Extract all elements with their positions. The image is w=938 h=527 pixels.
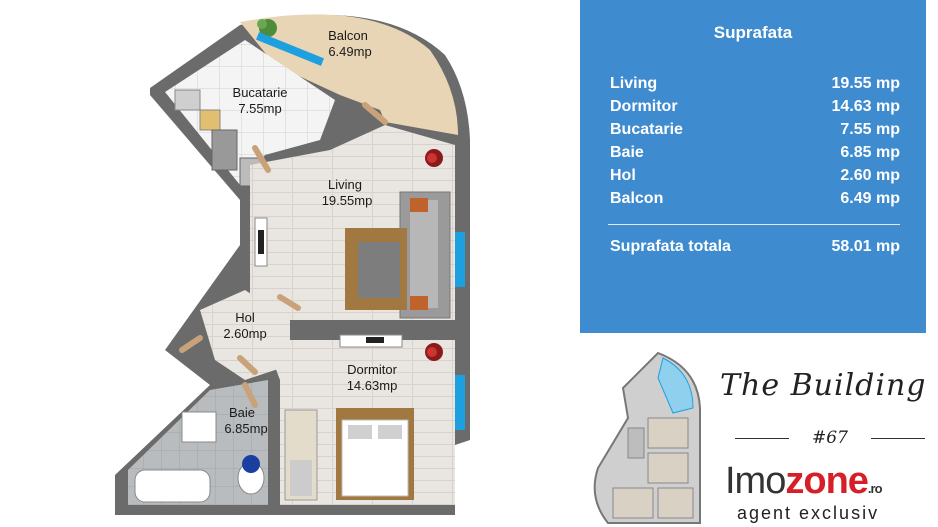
- room-area-dormitor: 14.63mp: [347, 378, 398, 393]
- room-area-baie: 6.85mp: [224, 421, 267, 436]
- hall-floor: [200, 290, 290, 380]
- room-area-bucatarie: 7.55mp: [238, 101, 281, 116]
- room-area-balcon: 6.49mp: [328, 44, 371, 59]
- doors: [179, 102, 388, 408]
- summary-total-name: Suprafata totala: [610, 238, 731, 255]
- summary-total-row: Suprafata totala 58.01 mp: [610, 238, 900, 261]
- area-summary-panel: Suprafata Living 19.55 mp Dormitor 14.63…: [580, 0, 926, 333]
- summary-row-value: 7.55 mp: [840, 121, 900, 138]
- brand-tagline: agent exclusiv: [737, 503, 880, 523]
- branding-area: The Building #67 Imozone.ro agent exclus…: [580, 340, 938, 527]
- brand-suffix: .ro: [867, 481, 883, 496]
- building-floorplan-thumbnail: [593, 351, 701, 524]
- summary-row: Balcon 6.49 mp: [610, 190, 900, 213]
- summary-row-name: Balcon: [610, 190, 664, 207]
- summary-row-value: 14.63 mp: [831, 98, 900, 115]
- decor-line: [871, 438, 925, 439]
- sink-icon: [181, 411, 217, 443]
- summary-row-value: 6.49 mp: [840, 190, 900, 207]
- brand-part1: Imo: [725, 460, 786, 502]
- room-area-hol: 2.60mp: [223, 326, 266, 341]
- summary-row-value: 6.85 mp: [840, 144, 900, 161]
- plant-icon: [425, 343, 443, 361]
- tv-unit: [254, 217, 268, 267]
- desk: [339, 334, 403, 348]
- room-name-baie: Baie: [229, 405, 255, 420]
- room-area-living: 19.55mp: [322, 193, 373, 208]
- summary-row: Dormitor 14.63 mp: [610, 98, 900, 121]
- building-name: The Building: [720, 368, 927, 403]
- balcony-floor: [240, 14, 458, 136]
- summary-row-name: Hol: [610, 167, 636, 184]
- windows: [256, 32, 465, 430]
- bathtub-icon: [134, 469, 211, 503]
- summary-row-name: Dormitor: [610, 98, 678, 115]
- summary-row-value: 2.60 mp: [840, 167, 900, 184]
- room-name-living: Living: [328, 177, 362, 192]
- summary-divider: [608, 224, 900, 225]
- summary-row: Living 19.55 mp: [610, 75, 900, 98]
- summary-row-value: 19.55 mp: [831, 75, 900, 92]
- building-number-line: #67: [735, 428, 925, 450]
- summary-total-value: 58.01 mp: [831, 238, 900, 255]
- room-name-balcon: Balcon: [328, 28, 368, 43]
- summary-row-name: Bucatarie: [610, 121, 683, 138]
- building-number: #67: [812, 428, 848, 448]
- plant-icon: [257, 19, 277, 37]
- brand-part2: zone: [785, 460, 869, 502]
- summary-row-name: Living: [610, 75, 658, 92]
- summary-row: Hol 2.60 mp: [610, 167, 900, 190]
- summary-row: Bucatarie 7.55 mp: [610, 121, 900, 144]
- room-name-hol: Hol: [235, 310, 255, 325]
- floor-plan: Balcon 6.49mp Bucatarie 7.55mp Living 19…: [115, 14, 470, 515]
- wardrobe: [284, 409, 318, 501]
- room-name-dormitor: Dormitor: [347, 362, 398, 377]
- decor-line: [735, 438, 789, 439]
- summary-row: Baie 6.85 mp: [610, 144, 900, 167]
- toilet-icon: [237, 455, 265, 495]
- coffee-table: [345, 228, 407, 310]
- plant-icon: [425, 149, 443, 167]
- brand-logo: Imozone.ro: [725, 460, 883, 503]
- sofa: [399, 191, 451, 319]
- bed: [336, 408, 414, 500]
- room-name-bucatarie: Bucatarie: [233, 85, 288, 100]
- summary-row-name: Baie: [610, 144, 644, 161]
- summary-title: Suprafata: [713, 23, 793, 42]
- kitchen-floor: [165, 40, 335, 185]
